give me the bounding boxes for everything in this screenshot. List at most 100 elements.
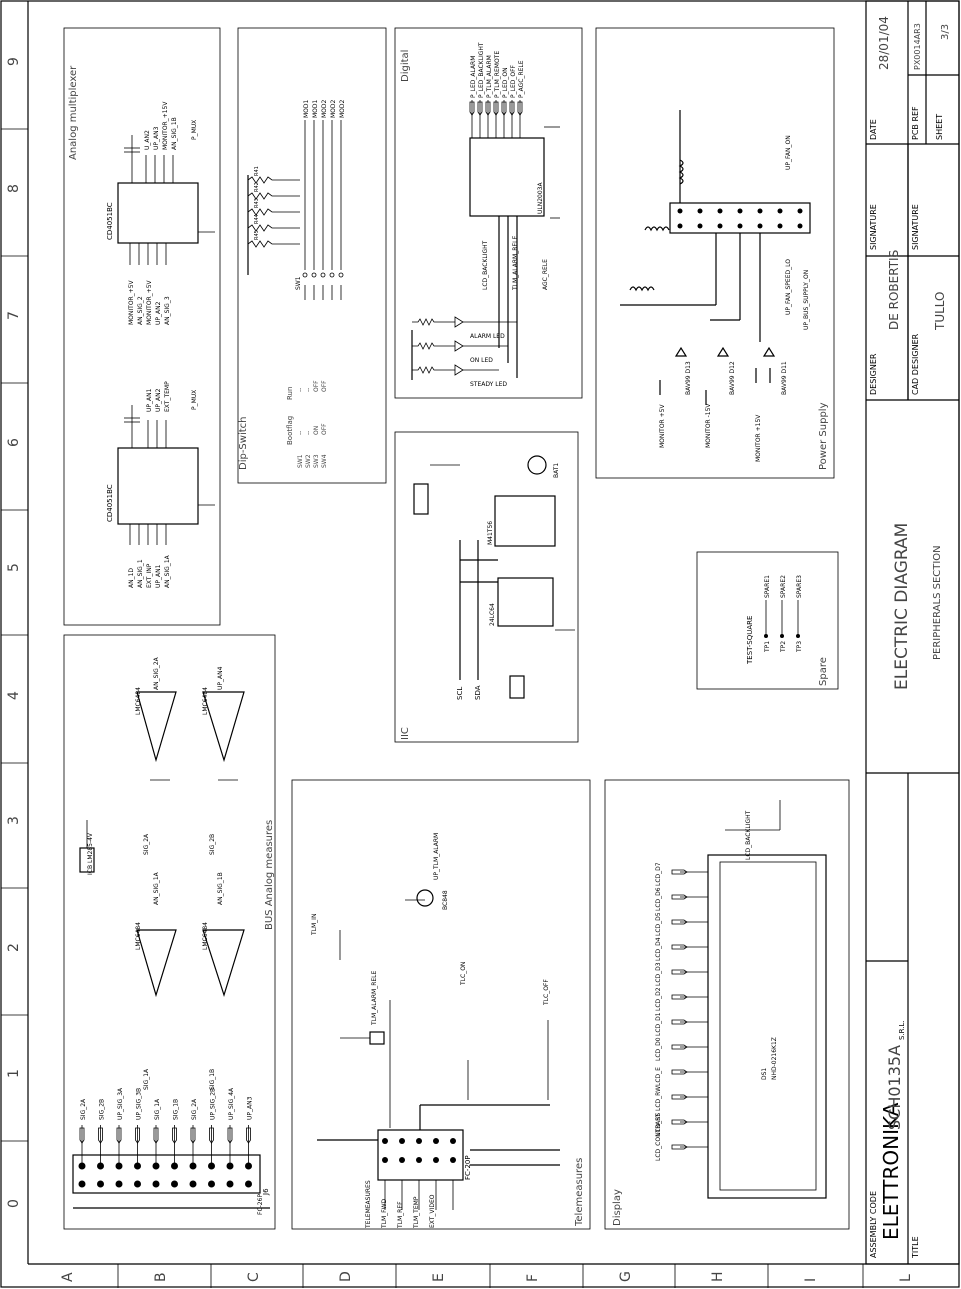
dip-resistor xyxy=(247,224,300,232)
border-row-letter: E xyxy=(431,1273,447,1282)
dip-legend-run-value: -- xyxy=(297,388,304,392)
tlm-signal-label: UP_TLM_ALARM xyxy=(433,833,440,880)
tlm-signal-label: TLM_ALARM_RELE xyxy=(371,970,378,1026)
digital-input-label: P_LED_ON xyxy=(502,67,509,98)
power-connector-pin xyxy=(737,223,743,229)
border-row-letter: A xyxy=(60,1272,76,1282)
mux-chip-label: CD4051BC xyxy=(106,484,114,522)
border-row-letter: L xyxy=(898,1274,914,1282)
dip-net-label: MOD2 xyxy=(339,99,346,118)
dip-legend-boot-value: OFF xyxy=(321,423,328,435)
digital-circuit xyxy=(411,100,560,380)
digital-output-label: LCD_BACKLIGHT xyxy=(482,240,489,290)
border-row-letter: D xyxy=(338,1271,354,1282)
display-pin-port xyxy=(671,1119,688,1125)
mux-pin-label: AN_SIG_1 xyxy=(137,559,144,588)
dip-resistor xyxy=(247,240,300,248)
digital-led-wire xyxy=(412,342,508,350)
tlm-connector-pin xyxy=(382,1157,388,1163)
dip-legend-boot-value: ON xyxy=(313,426,320,435)
section-title-dip-switch: Dip-Switch xyxy=(238,417,249,471)
mux-pin-label: EXT_TEMP xyxy=(164,381,171,412)
tlm-pin-label: TLM_FWD xyxy=(381,1198,388,1229)
border-col-number: 9 xyxy=(6,57,22,66)
mux-pin-label: AN_SIG_2 xyxy=(137,296,144,325)
tlm-pin-label: TLM_REF xyxy=(397,1201,404,1229)
border-col-number: 4 xyxy=(6,691,22,700)
section-title-telemeasures: Telemeasures xyxy=(574,1158,585,1227)
date-label: DATE xyxy=(869,119,878,140)
dip-net-label: MOD1 xyxy=(303,99,310,118)
digital-input-label: P_AGC_RELE xyxy=(518,60,525,98)
tlm-connector-pin xyxy=(416,1138,422,1144)
display-pin-label: LCD_D0 xyxy=(655,1037,662,1061)
display-circuit xyxy=(671,800,827,1199)
display-pin-port xyxy=(671,1019,688,1025)
dip-legend-boot-value: -- xyxy=(297,431,304,435)
bus-connector-pin xyxy=(245,1180,252,1188)
spare-test-point-label: TP2 xyxy=(780,641,787,653)
display-pin-label: LCD_E xyxy=(655,1067,662,1086)
mux-pin-label: AN_SIG_3 xyxy=(164,296,171,325)
bus-opamp-output-label: UP_AN4 xyxy=(217,666,224,690)
dip-legend-boot-header: Bootflag xyxy=(286,416,294,445)
bus-pin-label: UP_SIG_4A xyxy=(228,1087,235,1120)
bus-opamp-input-label: SIG_2B xyxy=(209,834,216,855)
bus-pin-port xyxy=(116,1127,122,1144)
bus-pin-port xyxy=(227,1127,233,1144)
bus-connector-pin xyxy=(189,1180,197,1188)
mux-pin-label: MONITOR_+5V xyxy=(128,279,135,325)
tlm-connector-pin xyxy=(450,1157,456,1163)
dip-switch-contact xyxy=(302,272,308,278)
dip-net-label: MOD2 xyxy=(330,99,337,118)
display-pin-label: LCD_D3 xyxy=(655,962,662,986)
power-connector-pin xyxy=(777,223,783,229)
spare-net-label: SPARE2 xyxy=(780,575,787,598)
dip-legend-run-value: OFF xyxy=(313,380,320,392)
bus-pin-port xyxy=(209,1127,214,1144)
designer-name: DE ROBERTIS xyxy=(887,250,901,330)
spare-test-point xyxy=(796,634,800,638)
power-connector-pin xyxy=(757,223,763,229)
bus-pin-label: SIG_1B xyxy=(173,1099,180,1120)
digital-input-port xyxy=(493,101,499,116)
mux-pin-label: UP_AN3 xyxy=(153,126,160,150)
digital-input-port xyxy=(501,101,507,116)
iic-eeprom-chip: 24LC64 xyxy=(489,603,496,626)
digital-led-label: STEADY LED xyxy=(470,381,507,388)
power-connector-pin xyxy=(677,223,683,229)
mux-output-label: P_MUX xyxy=(191,120,198,140)
mux-pin-label: AN_SIG_1A xyxy=(164,554,171,588)
signature-label: SIGNATURE xyxy=(869,204,878,250)
bus-connector-ref: J6 xyxy=(262,1188,270,1196)
bus-connector-pin xyxy=(134,1180,141,1188)
assembly-code-label: ASSEMBLY CODE xyxy=(869,1191,878,1258)
mux-pin-label: MONITOR_+15V xyxy=(162,101,169,150)
iic-scl-label: SCL xyxy=(456,687,464,700)
border-col-number: 2 xyxy=(6,943,22,952)
dip-resistor-label: R41 xyxy=(254,166,260,176)
spare-net-label: SPARE1 xyxy=(764,575,771,598)
designer-label: DESIGNER xyxy=(869,353,878,395)
dip-resistor xyxy=(247,176,300,184)
dip-legend-boot-value: -- xyxy=(305,431,312,435)
bus-opamp-output-label: AN_SIG_1A xyxy=(153,871,160,905)
power-diode-label: BAV99 D11 xyxy=(781,361,788,395)
cad-designer-name: TULLO xyxy=(933,291,947,331)
bus-opamp-label: LMC6484 xyxy=(135,687,142,715)
mux-pin-label: UP_AN2 xyxy=(155,301,162,325)
border-row-letter: G xyxy=(618,1271,634,1282)
sheet-label: SHEET xyxy=(935,114,944,140)
power-output-label: UP_FAN_ON xyxy=(785,135,792,170)
dip-switch-contact xyxy=(320,272,326,278)
bus-pin-label: UP_SIG_3A xyxy=(117,1087,124,1120)
iic-sda-label: SDA xyxy=(474,685,482,700)
bus-pin-port xyxy=(246,1127,251,1144)
display-pin-label: LCD_D7 xyxy=(655,862,662,886)
dip-resistor-label: R44 xyxy=(254,214,260,224)
display-pin-port xyxy=(671,994,688,1000)
digital-led xyxy=(454,316,464,328)
power-output-label: UP_BUS_SUPPLY_ON xyxy=(803,270,810,330)
bus-pin-label: SIG_2A xyxy=(80,1098,87,1120)
